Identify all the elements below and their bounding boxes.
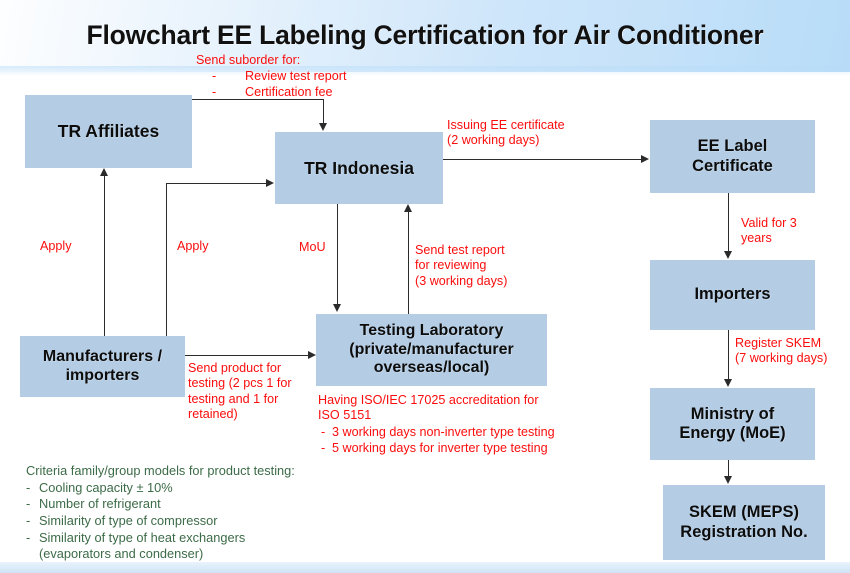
arrowhead-into-tr-indonesia-left (266, 179, 274, 187)
connector-ministry-to-skem (728, 460, 729, 477)
page-title: Flowchart EE Labeling Certification for … (86, 20, 764, 50)
annotation-register-skem: Register SKEM (7 working days) (735, 336, 828, 366)
annotation-apply-left: Apply (40, 239, 72, 253)
list-bullet: - (212, 84, 217, 99)
connector-indonesia-to-lab-mou (337, 204, 338, 305)
criteria-item-text: Number of refrigerant (39, 496, 161, 512)
criteria-item-text: Similarity of type of compressor (39, 512, 218, 528)
header-background (0, 0, 850, 72)
connector-indonesia-to-certificate (443, 159, 642, 160)
arrowhead-into-importers-top (724, 251, 732, 259)
criteria-block: Criteria family/group models for product… (26, 463, 295, 563)
list-bullet: - (26, 479, 31, 495)
annotation-lab-accreditation-items: -3 working days non-inverter type testin… (321, 425, 555, 456)
criteria-continuation-text: (evaporators and condenser) (39, 546, 204, 562)
connector-manufacturers-to-indonesia-horizontal (166, 183, 267, 184)
connector-manufacturers-to-indonesia-vertical (166, 184, 167, 336)
arrowhead-into-ministry-top (724, 379, 732, 387)
annotation-apply-right: Apply (177, 239, 209, 253)
annotation-send-test-report: Send test report for reviewing (3 workin… (415, 243, 508, 288)
annotation-lab-accreditation-title: Having ISO/IEC 17025 accreditation for I… (318, 393, 539, 423)
annotation-send-suborder-items: - Review test report - Certification fee (212, 69, 347, 100)
list-bullet: - (321, 440, 326, 455)
list-bullet: - (26, 512, 31, 528)
criteria-item-text: Cooling capacity ± 10% (39, 479, 173, 495)
footer-strip (0, 562, 850, 573)
list-item-text: Review test report (245, 69, 347, 83)
arrowhead-into-tr-affiliates-bottom (100, 168, 108, 176)
annotation-send-product-for-testing: Send product for testing (2 pcs 1 for te… (188, 361, 292, 422)
list-item-text: 3 working days non-inverter type testing (332, 425, 555, 439)
header-fade (0, 66, 850, 76)
criteria-item-text: Similarity of type of heat exchangers (39, 529, 246, 545)
node-ee-label-certificate[interactable]: EE Label Certificate (650, 120, 815, 193)
connector-certificate-to-importers (728, 193, 729, 252)
arrowhead-into-tr-indonesia-top (319, 123, 327, 131)
annotation-issuing-ee-certificate: Issuing EE certificate (2 working days) (447, 118, 565, 148)
arrowhead-into-testing-laboratory-top (333, 304, 341, 312)
node-testing-laboratory[interactable]: Testing Laboratory (private/manufacturer… (316, 314, 547, 386)
node-tr-indonesia[interactable]: TR Indonesia (275, 132, 443, 204)
node-skem-registration[interactable]: SKEM (MEPS) Registration No. (663, 485, 825, 560)
connector-importers-to-ministry (728, 330, 729, 380)
connector-affiliates-to-indonesia-horizontal (192, 99, 324, 100)
node-ministry-of-energy[interactable]: Ministry of Energy (MoE) (650, 388, 815, 460)
connector-affiliates-to-indonesia-vertical (323, 99, 324, 124)
list-bullet: - (26, 529, 31, 545)
connector-lab-to-indonesia-test-report (408, 212, 409, 314)
list-bullet: - (26, 496, 31, 512)
list-bullet: - (321, 425, 326, 439)
arrowhead-into-ee-label-certificate (641, 155, 649, 163)
list-item-text: 5 working days for inverter type testing (332, 440, 548, 455)
annotation-send-suborder-title: Send suborder for: (196, 53, 301, 67)
arrowhead-into-tr-indonesia-bottom (404, 204, 412, 212)
node-importers[interactable]: Importers (650, 260, 815, 330)
annotation-mou: MoU (299, 240, 326, 254)
connector-manufacturers-to-lab (185, 355, 309, 356)
criteria-title: Criteria family/group models for product… (26, 463, 295, 478)
list-item-text: Certification fee (245, 84, 333, 99)
annotation-valid-for-3-years: Valid for 3 years (741, 216, 797, 246)
node-tr-affiliates[interactable]: TR Affiliates (25, 95, 192, 168)
arrowhead-into-skem-top (724, 476, 732, 484)
node-manufacturers-importers[interactable]: Manufacturers / importers (20, 336, 185, 397)
list-bullet: - (212, 69, 217, 83)
connector-manufacturers-to-affiliates (104, 176, 105, 336)
arrowhead-into-testing-laboratory-left (308, 351, 316, 359)
